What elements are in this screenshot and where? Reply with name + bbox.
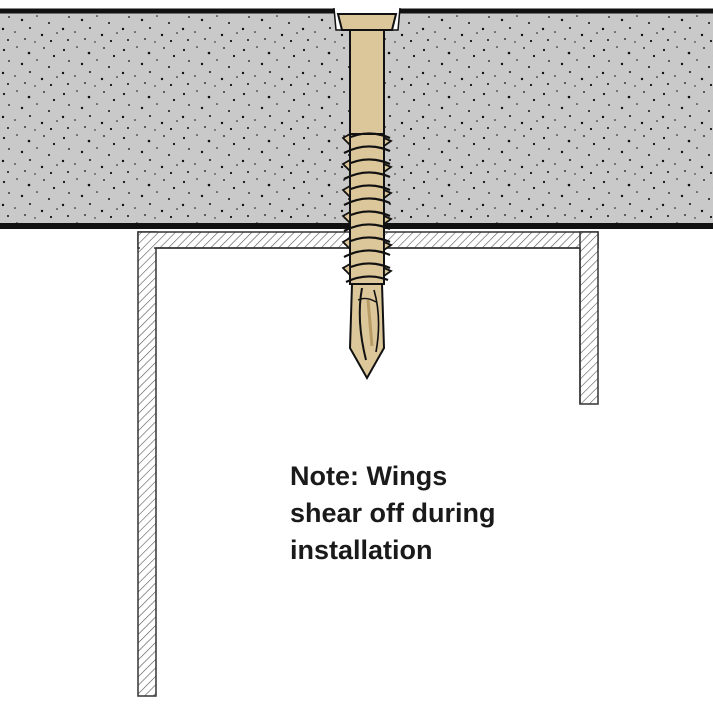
note-line-2: shear off during (290, 498, 496, 528)
stud-left-leg (137, 231, 157, 697)
note-line-1: Note: Wings (290, 461, 448, 491)
drill-point (348, 283, 386, 381)
self-drilling-screw (336, 13, 398, 381)
screw-head (336, 13, 398, 31)
screw-shank (349, 29, 385, 139)
screw-threads (341, 132, 393, 285)
note-line-3: installation (290, 535, 433, 565)
note-text: Note: Wings shear off during installatio… (290, 458, 590, 569)
stud-right-lip (579, 231, 599, 405)
steel-stud (137, 231, 599, 697)
